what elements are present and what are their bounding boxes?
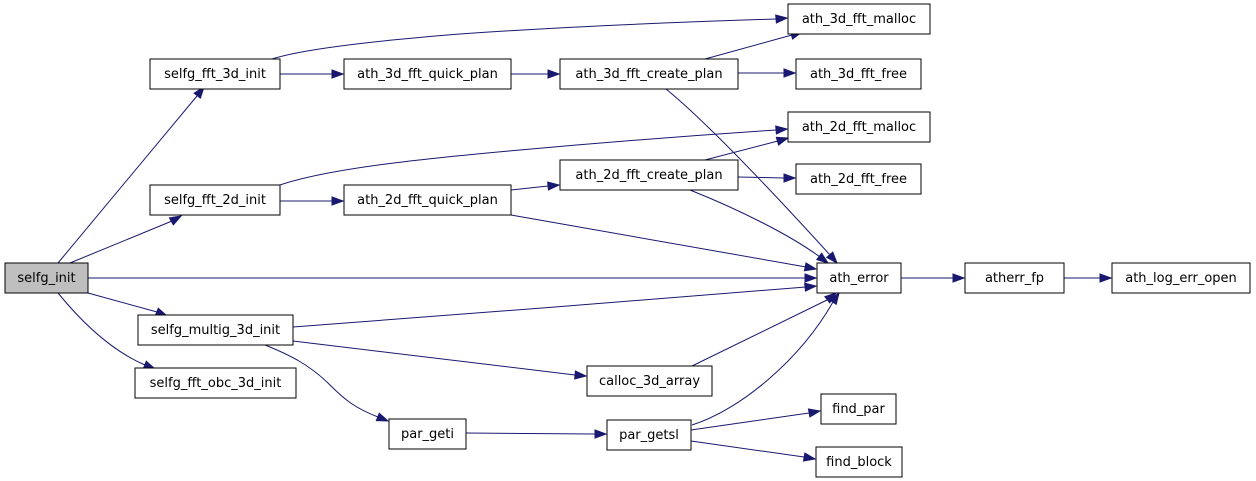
edge-par_geti-to-par_getsl	[465, 429, 608, 439]
edge-ath_2d_fft_create_plan-to-ath_2d_fft_free	[737, 173, 797, 183]
node-label-ath_3d_fft_malloc: ath_3d_fft_malloc	[802, 12, 916, 27]
node-ath_log_err_open[interactable]: ath_log_err_open	[1111, 262, 1251, 294]
node-calloc_3d_array[interactable]: calloc_3d_array	[586, 365, 713, 397]
edge-selfg_init-to-selfg_fft_2d_init	[69, 215, 183, 264]
edge-selfg_init-to-selfg_multig_3d_init	[87, 292, 169, 317]
edge-selfg_init-to-selfg_fft_3d_init	[57, 85, 205, 264]
node-label-find_par: find_par	[832, 402, 885, 417]
node-label-par_geti: par_geti	[401, 427, 454, 442]
node-label-calloc_3d_array: calloc_3d_array	[599, 374, 700, 389]
node-ath_3d_fft_free[interactable]: ath_3d_fft_free	[795, 58, 922, 90]
node-find_par[interactable]: find_par	[820, 393, 897, 425]
node-label-selfg_fft_obc_3d_init: selfg_fft_obc_3d_init	[150, 376, 282, 391]
edge-selfg_fft_3d_init-to-ath_3d_fft_quick_plan	[280, 69, 345, 79]
node-label-ath_log_err_open: ath_log_err_open	[1125, 271, 1237, 286]
node-ath_2d_fft_create_plan[interactable]: ath_2d_fft_create_plan	[559, 159, 739, 191]
edge-ath_2d_fft_create_plan-to-ath_error	[689, 189, 830, 264]
edge-selfg_multig_3d_init-to-par_geti	[264, 344, 390, 422]
node-label-ath_2d_fft_malloc: ath_2d_fft_malloc	[802, 120, 916, 135]
edge-selfg_multig_3d_init-to-ath_error	[292, 282, 818, 328]
node-label-selfg_init: selfg_init	[17, 271, 75, 286]
edge-par_getsl-to-find_block	[690, 440, 817, 462]
node-label-find_block: find_block	[826, 455, 892, 470]
node-ath_2d_fft_malloc[interactable]: ath_2d_fft_malloc	[787, 111, 931, 143]
node-label-ath_2d_fft_create_plan: ath_2d_fft_create_plan	[575, 168, 722, 183]
edge-ath_3d_fft_create_plan-to-ath_3d_fft_free	[738, 68, 797, 78]
node-selfg_init[interactable]: selfg_init	[4, 262, 89, 294]
edge-selfg_init-to-ath_error	[88, 273, 818, 283]
edge-selfg_fft_2d_init-to-ath_2d_fft_quick_plan	[280, 196, 345, 206]
edge-par_getsl-to-ath_error	[691, 291, 840, 426]
edge-ath_3d_fft_create_plan-to-ath_error	[665, 88, 838, 265]
edge-ath_error-to-atherr_fp	[901, 273, 966, 283]
node-ath_2d_fft_quick_plan[interactable]: ath_2d_fft_quick_plan	[343, 184, 512, 216]
node-ath_error[interactable]: ath_error	[816, 262, 902, 294]
node-label-par_getsl: par_getsl	[619, 428, 679, 443]
edge-selfg_fft_3d_init-to-ath_3d_fft_malloc	[271, 14, 789, 60]
node-ath_3d_fft_create_plan[interactable]: ath_3d_fft_create_plan	[559, 58, 739, 90]
node-ath_3d_fft_malloc[interactable]: ath_3d_fft_malloc	[787, 3, 931, 35]
node-par_geti[interactable]: par_geti	[388, 418, 467, 450]
node-label-ath_3d_fft_create_plan: ath_3d_fft_create_plan	[575, 67, 722, 82]
node-find_block[interactable]: find_block	[815, 446, 903, 478]
node-label-atherr_fp: atherr_fp	[985, 271, 1044, 286]
node-selfg_multig_3d_init[interactable]: selfg_multig_3d_init	[137, 314, 294, 346]
edge-atherr_fp-to-ath_log_err_open	[1064, 273, 1113, 283]
edge-ath_2d_fft_quick_plan-to-ath_error	[510, 214, 818, 272]
node-label-selfg_fft_2d_init: selfg_fft_2d_init	[164, 193, 266, 208]
edge-par_getsl-to-find_par	[690, 408, 822, 431]
node-ath_3d_fft_quick_plan[interactable]: ath_3d_fft_quick_plan	[343, 58, 512, 90]
node-label-ath_2d_fft_free: ath_2d_fft_free	[810, 172, 907, 187]
node-label-ath_3d_fft_free: ath_3d_fft_free	[810, 67, 907, 82]
node-label-ath_error: ath_error	[829, 271, 889, 286]
node-atherr_fp[interactable]: atherr_fp	[964, 262, 1065, 294]
node-selfg_fft_3d_init[interactable]: selfg_fft_3d_init	[149, 58, 281, 90]
edge-ath_3d_fft_create_plan-to-ath_3d_fft_malloc	[704, 30, 804, 60]
node-label-ath_3d_fft_quick_plan: ath_3d_fft_quick_plan	[357, 67, 498, 82]
node-selfg_fft_obc_3d_init[interactable]: selfg_fft_obc_3d_init	[134, 367, 297, 399]
edge-selfg_multig_3d_init-to-calloc_3d_array	[292, 340, 588, 380]
node-ath_2d_fft_free[interactable]: ath_2d_fft_free	[795, 163, 922, 195]
edge-ath_2d_fft_quick_plan-to-ath_2d_fft_create_plan	[510, 181, 561, 191]
edge-selfg_fft_2d_init-to-ath_2d_fft_malloc	[279, 125, 789, 186]
node-label-selfg_fft_3d_init: selfg_fft_3d_init	[164, 67, 266, 82]
edge-ath_2d_fft_create_plan-to-ath_2d_fft_malloc	[704, 136, 790, 161]
node-label-ath_2d_fft_quick_plan: ath_2d_fft_quick_plan	[357, 193, 498, 208]
call-graph-edges	[57, 14, 1113, 462]
edge-ath_3d_fft_quick_plan-to-ath_3d_fft_create_plan	[511, 69, 561, 79]
node-par_getsl[interactable]: par_getsl	[606, 419, 692, 451]
edge-calloc_3d_array-to-ath_error	[691, 292, 838, 367]
node-label-selfg_multig_3d_init: selfg_multig_3d_init	[151, 323, 280, 338]
node-selfg_fft_2d_init[interactable]: selfg_fft_2d_init	[149, 184, 281, 216]
